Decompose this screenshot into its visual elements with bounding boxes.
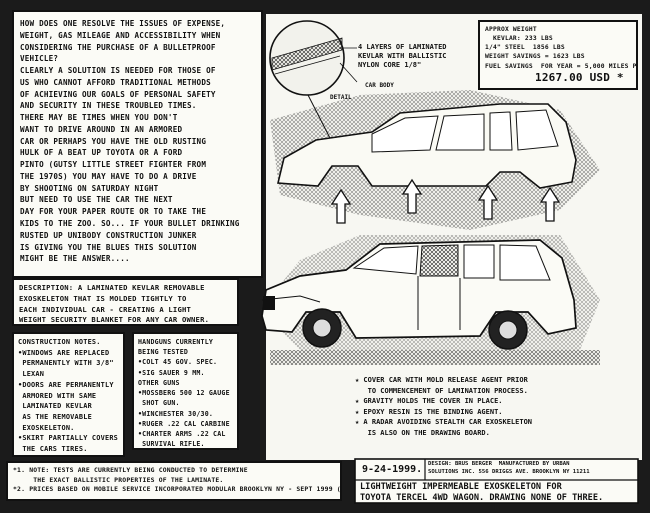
description-line: EXOSKELETON THAT IS MOLDED TIGHTLY TO [19,293,187,303]
intro-line: CAR OR PERHAPS YOU HAVE THE OLD RUSTING [20,136,207,146]
guns-line: •WINCHESTER 30/30. [138,409,214,418]
weight-line: WEIGHT SAVINGS = 1623 LBS [485,53,585,61]
guns-line: HANDGUNS CURRENTLY [138,338,214,346]
footnote-line: *1. NOTE: TESTS ARE CURRENTLY BEING COND… [13,466,248,474]
process-note-line: ★ COVER CAR WITH MOLD RELEASE AGENT PRIO… [355,376,528,384]
construction-line: PERMANENTLY WITH 3/8" [18,359,114,368]
toyota-tercel-wagon-drawing [261,239,577,350]
weight-line: KEVLAR: 233 LBS [485,35,553,43]
guns-line: •MOSSBERG 500 12 GAUGE [138,389,230,398]
design-credit: DESIGN: BRUS BERGER MANUFACTURED BY URBA… [428,461,590,476]
guns-line: OTHER GUNS [138,378,180,387]
intro-line: AND SECURITY IN THESE TROUBLED TIMES. [20,101,197,111]
intro-line: KIDS TO THE ZOO. SO... IF YOUR BULLET DR… [20,219,240,229]
construction-line: •SKIRT PARTIALLY COVERS [18,434,119,443]
guns-line: •COLT 45 GOV. SPEC. [138,358,218,367]
construction-line: EXOSKELETON. [18,423,75,432]
weight-line: 1/4" STEEL 1856 LBS [485,44,565,52]
callout-line: NYLON CORE 1/8" [358,61,422,70]
intro-line: PINTO (GUTSY LITTLE STREET FIGHTER FROM [20,160,207,170]
price-value: 1267.00 USD * [535,70,624,84]
drawing-date: 9-24-1999. [362,464,423,475]
construction-line: LAMINATED KEVLAR [18,402,92,411]
guns-line: SHOT GUN. [138,399,180,408]
process-notes: ★ COVER CAR WITH MOLD RELEASE AGENT PRIO… [355,375,532,438]
intro-line: BUT NEED TO USE THE CAR THE NEXT [20,195,173,205]
title-line: TOYOTA TERCEL 4WD WAGON. DRAWING NONE OF… [360,492,604,503]
intro-line: MIGHT BE THE ANSWER.... [20,254,130,264]
weight-line: APPROX WEIGHT [485,26,537,33]
footnote-line: THE EXACT BALLISTIC PROPERTIES OF THE LA… [13,475,224,484]
intro-line: WEIGHT, GAS MILEAGE AND ACCESSIBILITY WH… [20,30,221,40]
intro-line: HOW DOES ONE RESOLVE THE ISSUES OF EXPEN… [20,19,226,28]
intro-text: HOW DOES ONE RESOLVE THE ISSUES OF EXPEN… [20,18,255,265]
process-note-line: TO COMMENCEMENT OF LAMINATION PROCESS. [355,386,528,395]
guns-tested-panel: HANDGUNS CURRENTLY BEING TESTED•COLT 45 G… [132,332,239,450]
construction-line: •DOORS ARE PERMANENTLY [18,380,114,389]
process-note-line: ★ EPOXY RESIN IS THE BINDING AGENT. [355,407,503,416]
intro-line: OF ACHIEVING OUR GOALS OF PERSONAL SAFET… [20,89,216,99]
footnote-line: *2. PRICES BASED ON MOBILE SERVICE INCOR… [13,485,341,494]
intro-line: RUSTED UP UNIBODY CONSTRUCTION JUNKER [20,230,197,240]
guns-line: SURVIVAL RIFLE. [138,440,205,449]
notes-area [266,370,642,460]
callout-line: KEVLAR WITH BALLISTIC [358,52,447,61]
intro-line: THERE MAY BE TIMES WHEN YOU DON'T [20,113,178,123]
description-line: WEIGHT SECURITY BLANKET FOR ANY CAR OWNE… [19,315,210,325]
guns-line: BEING TESTED [138,348,189,357]
intro-line: DAY FOR YOUR PAPER ROUTE OR TO TAKE THE [20,207,207,217]
process-note-line: ★ GRAVITY HOLDS THE COVER IN PLACE. [355,397,503,405]
description-text: DESCRIPTION: A LAMINATED KEVLAR REMOVABL… [19,283,232,325]
construction-line: ARMORED WITH SAME [18,391,97,400]
description-line: EACH INDIVIDUAL CAR - CREATING A LIGHT [19,304,192,314]
placement-arrows [330,178,561,224]
kevlar-shell-drawing [277,103,577,189]
intro-line: CLEARLY A SOLUTION IS NEEDED FOR THOSE O… [20,66,216,76]
guns-line: •RUGER .22 CAL CARBINE [138,419,230,428]
intro-line: US WHO CANNOT AFFORD TRADITIONAL METHODS [20,77,211,87]
intro-line: VEHICLE? [20,54,59,64]
process-note-line: IS ALSO ON THE DRAWING BOARD. [355,428,490,437]
construction-notes-panel: CONSTRUCTION NOTES. •WINDOWS ARE REPLACED… [12,332,125,457]
footnotes-panel: *1. NOTE: TESTS ARE CURRENTLY BEING COND… [6,461,342,501]
credit-line: DESIGN: BRUS BERGER MANUFACTURED BY URBA… [428,461,570,467]
process-note-line: ★ A RADAR AVOIDING STEALTH CAR EXOSKELET… [355,418,533,426]
guns-line: •CHARTER ARMS .22 CAL [138,429,226,438]
construction-line: •WINDOWS ARE REPLACED [18,348,110,357]
construction-line: LEXAN [18,370,45,379]
construction-line: AS THE REMOVABLE [18,412,92,421]
construction-line: THE CARS TIRES. [18,445,88,454]
intro-line: WANT TO DRIVE AROUND IN AN ARMORED [20,124,183,134]
intro-line: THE 1970S) YOU MAY HAVE TO DO A DRIVE [20,171,197,181]
carbody-label: CAR BODY [365,82,394,89]
detail-magnifier [269,20,345,153]
intro-line: HULK OF A BEAT UP TOYOTA OR A FORD [20,148,183,158]
intro-panel: HOW DOES ONE RESOLVE THE ISSUES OF EXPEN… [12,10,263,278]
intro-line: IS GIVING YOU THE BLUES THIS SOLUTION [20,242,197,252]
description-line: DESCRIPTION: A LAMINATED KEVLAR REMOVABL… [19,283,205,292]
detail-label: DETAIL [330,94,352,101]
guns-line: •SIG SAUER 9 MM. [138,368,205,377]
description-panel: DESCRIPTION: A LAMINATED KEVLAR REMOVABL… [12,278,239,326]
title-line: LIGHTWEIGHT IMPERMEABLE EXOSKELETON FOR [360,482,562,492]
construction-line: CONSTRUCTION NOTES. [18,338,101,346]
intro-line: CONSIDERING THE PURCHASE OF A BULLETPROO… [20,42,216,52]
intro-line: BY SHOOTING ON SATURDAY NIGHT [20,183,159,193]
callout-line: 4 LAYERS OF LAMINATED [358,43,447,51]
credit-line: SOLUTIONS INC. 556 DRIGGS AVE. BROOKLYN … [428,468,590,475]
